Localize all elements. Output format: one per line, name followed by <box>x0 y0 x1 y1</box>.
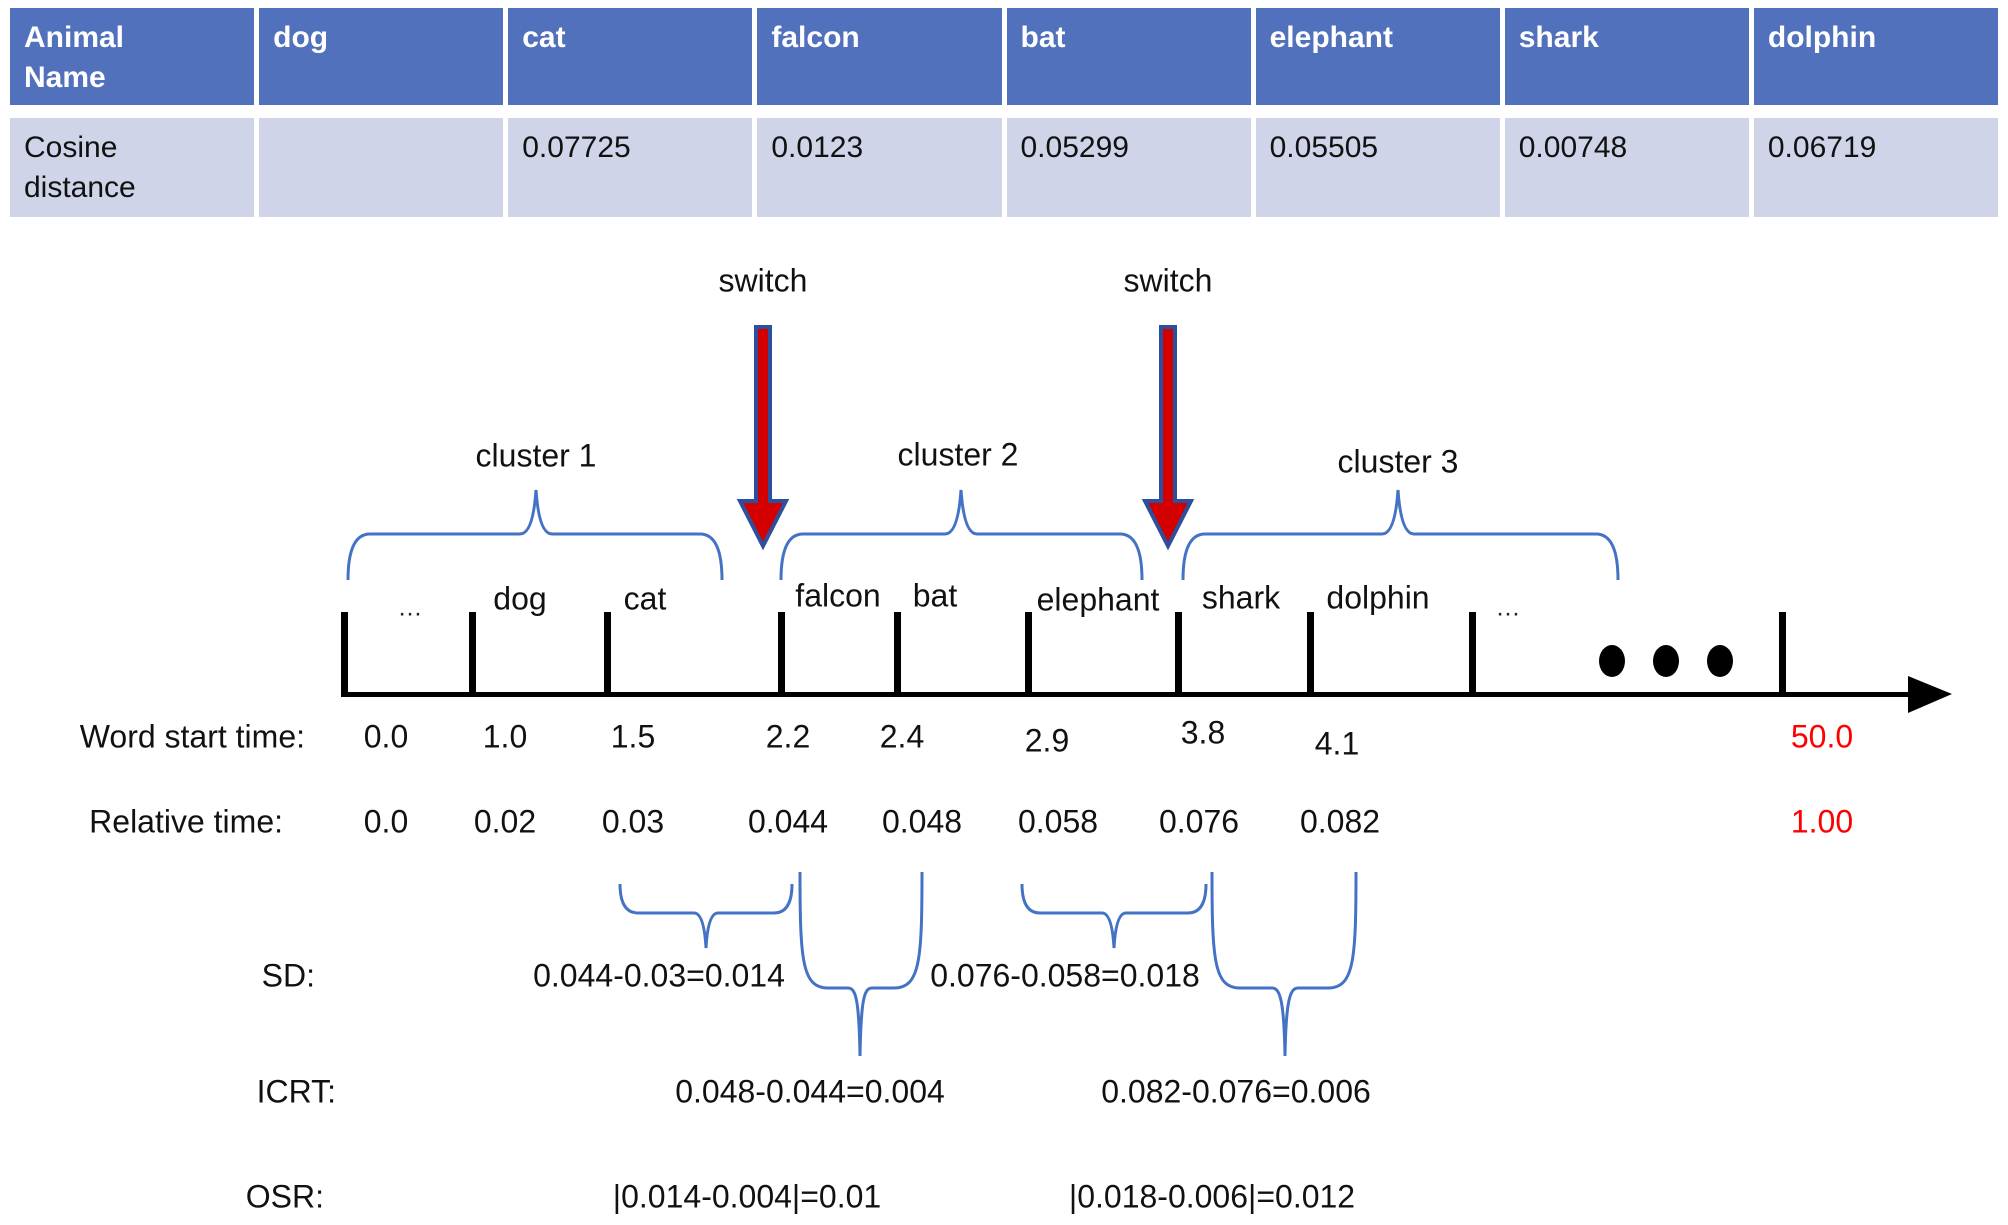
sd-formula: 0.076-0.058=0.018 <box>930 957 1200 994</box>
table-header-cell: bat <box>1006 8 1251 106</box>
word-start-value: 1.5 <box>610 718 656 755</box>
timeline-word: … <box>397 593 423 622</box>
timeline-word: cat <box>623 580 667 617</box>
word-start-value: 2.9 <box>1024 722 1070 759</box>
word-start-value: 2.4 <box>879 718 925 755</box>
tick-mark <box>1779 612 1786 697</box>
icrt-formula: 0.082-0.076=0.006 <box>1101 1073 1371 1110</box>
icrt-right-brace <box>1210 871 1358 1057</box>
relative-time-label: Relative time: <box>89 803 283 840</box>
sd-right-brace <box>1020 883 1208 949</box>
timeline-word: bat <box>912 577 958 614</box>
cluster-label: cluster 1 <box>475 437 597 474</box>
ellipsis-dots-icon <box>1599 645 1733 677</box>
table-header-cell: shark <box>1504 8 1749 106</box>
switch-label: switch <box>718 262 808 299</box>
relative-value: 0.048 <box>881 803 963 840</box>
switch-arrow-icon <box>1141 325 1195 551</box>
table-cell: 0.00748 <box>1504 118 1749 218</box>
relative-value: 0.058 <box>1017 803 1099 840</box>
table-cell <box>259 118 504 218</box>
table-cell: 0.05505 <box>1255 118 1500 218</box>
timeline-word: shark <box>1201 579 1281 616</box>
timeline-word: dolphin <box>1326 579 1430 616</box>
cluster3-brace <box>1181 489 1620 581</box>
sd-left-brace <box>618 883 794 949</box>
tick-mark <box>1025 612 1032 697</box>
switch-arrow-icon <box>736 325 790 551</box>
relative-end-value: 1.00 <box>1790 803 1854 840</box>
tick-mark <box>1307 612 1314 697</box>
tick-mark <box>1469 612 1476 697</box>
relative-value: 0.076 <box>1158 803 1240 840</box>
word-start-end-value: 50.0 <box>1790 718 1854 755</box>
timeline-axis <box>341 692 1916 697</box>
table-cell: 0.07725 <box>508 118 753 218</box>
axis-arrowhead-icon <box>1908 676 1952 713</box>
word-start-value: 1.0 <box>482 718 528 755</box>
table-cell: 0.06719 <box>1753 118 1998 218</box>
tick-mark <box>1175 612 1182 697</box>
sd-formula: 0.044-0.03=0.014 <box>533 957 785 994</box>
cosine-distance-table: Animal Name dog cat falcon bat elephant … <box>10 8 1998 218</box>
tick-mark <box>604 612 611 697</box>
icrt-label: ICRT: <box>256 1073 336 1110</box>
osr-label: OSR: <box>245 1178 324 1215</box>
table-header-cell: Animal Name <box>10 8 255 106</box>
relative-value: 0.02 <box>473 803 537 840</box>
tick-mark <box>469 612 476 697</box>
icrt-left-brace <box>798 871 924 1057</box>
icrt-formula: 0.048-0.044=0.004 <box>675 1073 945 1110</box>
osr-formula: |0.018-0.006|=0.012 <box>1068 1178 1356 1215</box>
tick-mark <box>341 612 348 697</box>
sd-label: SD: <box>261 957 315 994</box>
relative-value: 0.044 <box>747 803 829 840</box>
tick-marks <box>341 612 1786 697</box>
tick-mark <box>778 612 785 697</box>
relative-value: 0.03 <box>601 803 665 840</box>
relative-value: 0.082 <box>1299 803 1381 840</box>
word-start-value: 4.1 <box>1314 725 1360 762</box>
word-start-value: 0.0 <box>363 718 409 755</box>
table-row-label: Cosine distance <box>10 118 255 218</box>
table-header-cell: dolphin <box>1753 8 1998 106</box>
relative-value: 0.0 <box>363 803 409 840</box>
word-start-value: 2.2 <box>765 718 811 755</box>
cluster1-brace <box>346 489 724 581</box>
timeline-word: dog <box>493 580 547 617</box>
table-header-cell: falcon <box>757 8 1002 106</box>
table-header-cell: dog <box>259 8 504 106</box>
timeline-word: falcon <box>795 577 881 614</box>
word-start-value: 3.8 <box>1180 714 1226 751</box>
tick-mark <box>894 612 901 697</box>
table-cell: 0.0123 <box>757 118 1002 218</box>
timeline-word: elephant <box>1036 581 1160 618</box>
osr-formula: |0.014-0.004|=0.01 <box>612 1178 882 1215</box>
cluster-label: cluster 3 <box>1337 443 1459 480</box>
cluster2-brace <box>779 489 1144 581</box>
table-header-cell: cat <box>508 8 753 106</box>
table-header-cell: elephant <box>1255 8 1500 106</box>
cluster-label: cluster 2 <box>897 436 1019 473</box>
table-cell: 0.05299 <box>1006 118 1251 218</box>
switch-label: switch <box>1123 262 1213 299</box>
word-start-time-label: Word start time: <box>79 718 305 755</box>
timeline-word: … <box>1495 593 1521 622</box>
